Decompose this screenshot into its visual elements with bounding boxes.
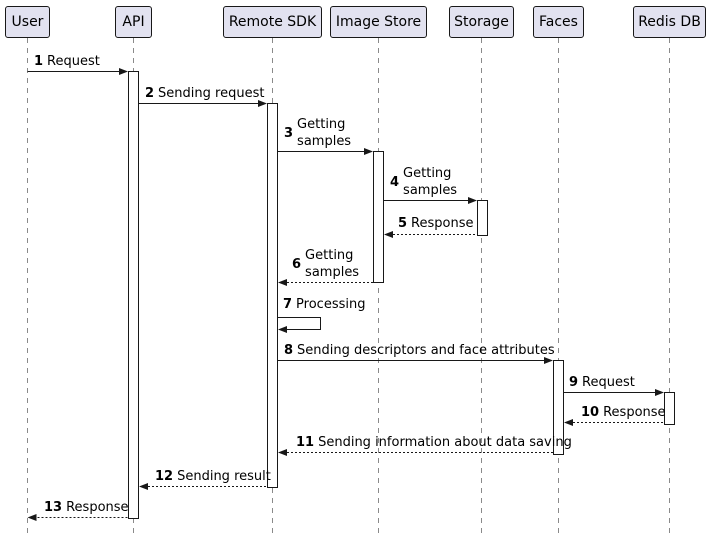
message-10-text: Response <box>603 405 666 420</box>
message-9-label: 9 Request <box>569 375 635 390</box>
message-2-arrowhead <box>258 100 267 107</box>
activation-api <box>128 71 139 519</box>
message-1-number: 1 <box>34 54 44 69</box>
message-8-label: 8 Sending descriptors and face attribute… <box>284 343 555 358</box>
message-7-arrowhead <box>278 326 287 333</box>
message-11-text: Sending information about data saving <box>318 435 572 450</box>
message-6-arrowhead <box>278 279 287 286</box>
message-10-number: 10 <box>581 405 600 420</box>
activation-remote-sdk <box>267 103 278 488</box>
message-6-number: 6 <box>292 256 302 272</box>
activation-storage <box>477 200 488 236</box>
message-4-label: 4 Getting samples <box>390 165 461 199</box>
activation-image-store <box>373 151 384 283</box>
message-9-text: Request <box>582 375 635 390</box>
message-6-label: 6 Getting samples <box>292 247 363 281</box>
message-8-arrowhead <box>544 357 553 364</box>
message-10-label: 10 Response <box>581 405 666 420</box>
message-4-text: Getting samples <box>403 166 458 198</box>
message-13-number: 13 <box>44 500 63 515</box>
message-12-number: 12 <box>155 469 174 484</box>
participant-user: User <box>5 6 50 38</box>
message-12-text: Sending result <box>177 469 271 484</box>
message-8-text: Sending descriptors and face attributes <box>297 343 555 358</box>
message-3-text: Getting samples <box>297 117 352 149</box>
message-2-label: 2 Sending request <box>145 86 264 101</box>
participant-faces: Faces <box>533 6 584 38</box>
message-4-arrowhead <box>468 197 477 204</box>
message-5-number: 5 <box>398 216 408 231</box>
message-5-text: Response <box>411 216 474 231</box>
message-4-number: 4 <box>390 174 400 190</box>
message-5-arrowhead <box>384 231 393 238</box>
message-2-number: 2 <box>145 86 155 101</box>
participant-redis-db: Redis DB <box>633 6 706 38</box>
activation-faces <box>553 360 564 455</box>
message-1-label: 1 Request <box>34 54 100 69</box>
activation-redis-db <box>664 392 675 425</box>
message-1-text: Request <box>47 54 100 69</box>
message-9-number: 9 <box>569 375 579 390</box>
participant-api: API <box>115 6 152 38</box>
message-5-label: 5 Response <box>398 216 473 231</box>
message-11-arrowhead <box>278 449 287 456</box>
message-11-label: 11 Sending information about data saving <box>296 435 572 450</box>
message-11-number: 11 <box>296 435 315 450</box>
message-8-number: 8 <box>284 343 294 358</box>
message-7-self-arrow <box>278 317 321 330</box>
message-6-text: Getting samples <box>305 248 360 280</box>
message-7-text: Processing <box>296 297 366 312</box>
message-13-arrowhead <box>27 514 37 521</box>
message-3-arrowhead <box>364 148 373 155</box>
message-1-arrowhead <box>119 68 128 75</box>
participant-remote-sdk: Remote SDK <box>223 6 322 38</box>
message-13-label: 13 Response <box>44 500 129 515</box>
message-7-number: 7 <box>283 297 293 312</box>
message-12-arrowhead <box>139 483 148 490</box>
message-3-label: 3 Getting samples <box>284 116 355 150</box>
message-2-text: Sending request <box>158 86 265 101</box>
message-10-arrowhead <box>564 419 573 426</box>
participant-storage: Storage <box>449 6 514 38</box>
message-13-text: Response <box>66 500 129 515</box>
message-3-number: 3 <box>284 125 294 141</box>
message-7-label: 7 Processing <box>283 297 365 312</box>
participant-image-store: Image Store <box>330 6 427 38</box>
message-9-arrowhead <box>655 389 664 396</box>
message-12-label: 12 Sending result <box>155 469 271 484</box>
